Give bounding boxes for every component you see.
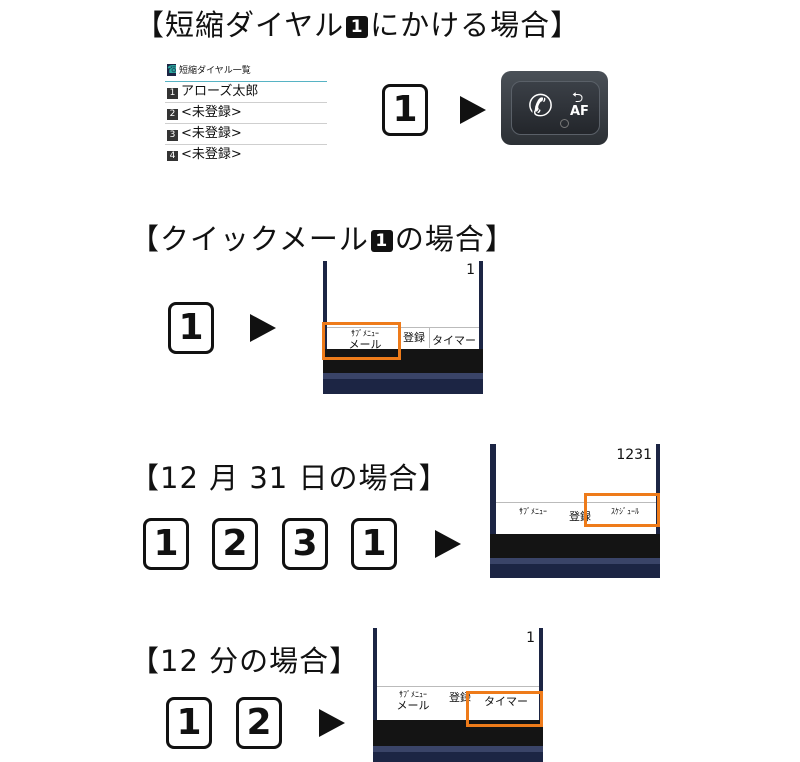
softkey-left[interactable]: ｻﾌﾞﾒﾆｭｰ bbox=[519, 507, 547, 516]
key-1: 1 bbox=[351, 518, 397, 570]
heading-text: 【短縮ダイヤル bbox=[135, 8, 345, 42]
softkey-left-top: ｻﾌﾞﾒﾆｭｰ bbox=[399, 690, 427, 699]
number-badge: 1 bbox=[346, 16, 369, 38]
phone-screen: 1231 ｻﾌﾞﾒﾆｭｰ 登録 ｽｹｼﾞｭｰﾙ bbox=[496, 444, 656, 534]
call-key-face: ✆ ⮌ AF bbox=[511, 81, 600, 135]
key-3: 3 bbox=[282, 518, 328, 570]
number-badge: 3 bbox=[167, 130, 178, 141]
heading-minutes: 【12 分の場合】 bbox=[130, 644, 360, 678]
arrow-right-icon bbox=[319, 709, 345, 737]
entry-name: アローズ太郎 bbox=[181, 84, 259, 99]
heading-text: 【クイックメール bbox=[130, 222, 369, 256]
handset-icon: ✆ bbox=[528, 89, 554, 124]
phone-hinge bbox=[323, 373, 483, 379]
highlight-box bbox=[322, 322, 401, 360]
phone-screenshot-quick-mail: 1 ｻﾌﾞﾒﾆｭｰ メール 登録 タイマー bbox=[323, 261, 483, 394]
arrow-right-icon bbox=[460, 96, 486, 124]
entry-name: <未登録> bbox=[181, 105, 242, 120]
highlight-box bbox=[584, 493, 660, 527]
entry-name: <未登録> bbox=[181, 147, 242, 161]
number-badge: 4 bbox=[167, 151, 178, 161]
digit-display: 1 bbox=[526, 630, 535, 646]
softkey-right[interactable]: ｽｹｼﾞｭｰﾙ bbox=[611, 507, 639, 516]
number-badge: 2 bbox=[167, 109, 178, 120]
softkey-center[interactable]: 登録 bbox=[449, 691, 471, 704]
phone-screenshot-schedule: 1231 ｻﾌﾞﾒﾆｭｰ 登録 ｽｹｼﾞｭｰﾙ bbox=[490, 444, 660, 578]
call-key: ✆ ⮌ AF bbox=[501, 71, 608, 145]
softkey-left[interactable]: ｻﾌﾞﾒﾆｭｰ メール bbox=[331, 328, 399, 351]
led-dot bbox=[560, 119, 569, 128]
list-item[interactable]: 2<未登録> bbox=[165, 103, 327, 124]
list-item[interactable]: 3<未登録> bbox=[165, 124, 327, 145]
heading-date: 【12 月 31 日の場合】 bbox=[130, 461, 449, 495]
softkey-bar: ｻﾌﾞﾒﾆｭｰ メール 登録 タイマー bbox=[377, 686, 539, 713]
key-1: 1 bbox=[382, 84, 428, 136]
key-1: 1 bbox=[168, 302, 214, 354]
heading-text: にかける場合】 bbox=[370, 8, 581, 42]
key-1: 1 bbox=[143, 518, 189, 570]
arrow-right-icon bbox=[435, 530, 461, 558]
softkey-right[interactable]: タイマー bbox=[484, 695, 528, 708]
softkey-left-bottom: メール bbox=[396, 699, 430, 712]
list-header: ☎ 短縮ダイヤル一覧 bbox=[165, 61, 327, 82]
digit-display: 1 bbox=[466, 262, 475, 278]
return-icon: ⮌ bbox=[572, 90, 584, 106]
softkey-left[interactable]: ｻﾌﾞﾒﾆｭｰ メール bbox=[381, 687, 445, 712]
list-title: 短縮ダイヤル一覧 bbox=[179, 66, 251, 76]
number-badge: 1 bbox=[167, 88, 178, 99]
phone-icon: ☎ bbox=[167, 64, 176, 76]
key-2: 2 bbox=[236, 697, 282, 749]
number-badge: 1 bbox=[370, 230, 393, 252]
softkey-right[interactable]: タイマー bbox=[432, 334, 476, 347]
phone-screenshot-timer: 1 ｻﾌﾞﾒﾆｭｰ メール 登録 タイマー bbox=[373, 628, 543, 762]
softkey-left-top: ｻﾌﾞﾒﾆｭｰ bbox=[351, 329, 379, 338]
phone-hinge bbox=[490, 558, 660, 564]
arrow-right-icon bbox=[250, 314, 276, 342]
softkey-left-bottom: メール bbox=[348, 338, 382, 351]
highlight-box bbox=[466, 691, 543, 727]
entry-name: <未登録> bbox=[181, 126, 242, 141]
call-key-label: AF bbox=[570, 104, 589, 119]
phone-screen: 1 ｻﾌﾞﾒﾆｭｰ メール 登録 タイマー bbox=[327, 261, 479, 351]
heading-text: の場合】 bbox=[394, 222, 515, 256]
key-2: 2 bbox=[212, 518, 258, 570]
softkey-bar: ｻﾌﾞﾒﾆｭｰ メール 登録 タイマー bbox=[327, 327, 479, 351]
digit-display: 1231 bbox=[616, 447, 652, 463]
phone-bezel bbox=[323, 349, 483, 373]
phone-hinge bbox=[373, 746, 543, 752]
softkey-center[interactable]: 登録 bbox=[403, 331, 425, 344]
list-item[interactable]: 4<未登録> bbox=[165, 145, 327, 161]
phone-screen: 1 ｻﾌﾞﾒﾆｭｰ メール 登録 タイマー bbox=[377, 628, 539, 720]
phone-bezel bbox=[490, 534, 660, 558]
key-1: 1 bbox=[166, 697, 212, 749]
